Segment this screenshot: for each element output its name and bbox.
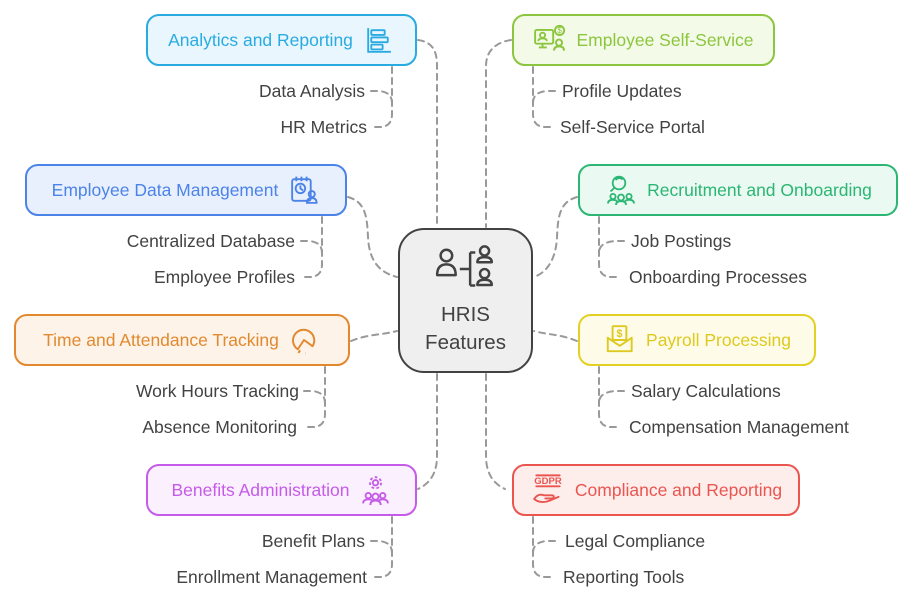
- node-employee-data-management: Employee Data Management: [25, 164, 347, 216]
- node-label: Employee Self-Service: [576, 29, 754, 50]
- sub-item: Self-Service Portal: [560, 117, 705, 137]
- node-label: Recruitment and Onboarding: [647, 179, 872, 200]
- node-time-and-attendance-tracking: Time and Attendance Tracking: [14, 314, 350, 366]
- connector: [350, 330, 398, 342]
- connector: [598, 390, 625, 404]
- connector: [485, 373, 506, 490]
- sub-item: Profile Updates: [562, 81, 682, 101]
- svg-text:$: $: [617, 328, 623, 340]
- sub-item: Reporting Tools: [563, 567, 685, 587]
- node-label: Benefits Administration: [171, 479, 350, 500]
- connector: [305, 366, 326, 428]
- sub-item: Legal Compliance: [565, 531, 706, 551]
- sub-item: Data Analysis: [258, 81, 365, 101]
- sub-item: Employee Profiles: [153, 267, 295, 287]
- sub-item: HR Metrics: [280, 117, 367, 137]
- sub-item: Onboarding Processes: [629, 267, 808, 287]
- connector: [598, 240, 625, 254]
- node-label: Employee Data Management: [51, 179, 279, 200]
- connector: [372, 516, 393, 578]
- node-label: Payroll Processing: [646, 329, 791, 350]
- connector: [598, 366, 619, 428]
- self-service-kiosk-icon: $: [534, 24, 566, 51]
- connector: [370, 540, 393, 554]
- connector: [300, 240, 323, 254]
- connector: [532, 66, 553, 128]
- sub-item: Benefit Plans: [261, 531, 365, 551]
- org-chart-people-icon: [435, 245, 493, 288]
- center-node-hris-features: HRIS Features: [398, 228, 533, 373]
- timer-gauge-icon: [291, 328, 316, 354]
- node-compliance-and-reporting: GDPR Compliance and Reporting: [512, 464, 800, 516]
- payroll-envelope-icon: $: [606, 325, 633, 353]
- svg-text:$: $: [558, 26, 563, 35]
- node-benefits-administration: Benefits Administration: [146, 464, 417, 516]
- employee-record-icon: [291, 176, 318, 204]
- node-payroll-processing: $ Payroll Processing: [578, 314, 816, 366]
- sub-item: Compensation Management: [629, 417, 849, 437]
- sub-item: Work Hours Tracking: [135, 381, 299, 401]
- connector: [417, 39, 438, 228]
- benefits-gear-people-icon: [361, 475, 389, 505]
- connector: [532, 90, 556, 104]
- center-title: HRIS Features: [425, 303, 506, 354]
- connector: [532, 540, 556, 554]
- connector: [347, 196, 398, 278]
- connector: [303, 390, 326, 404]
- node-recruitment-and-onboarding: Recruitment and Onboarding: [578, 164, 898, 216]
- gdpr-hand-icon: GDPR: [533, 474, 562, 503]
- connector: [372, 66, 393, 128]
- sub-item: Salary Calculations: [631, 381, 781, 401]
- connector: [302, 216, 323, 278]
- node-employee-self-service: $ Employee Self-Service: [512, 14, 775, 66]
- bar-chart-icon: [367, 27, 391, 53]
- recruitment-search-icon: [607, 175, 636, 206]
- connector: [598, 216, 619, 278]
- node-analytics-and-reporting: Analytics and Reporting: [146, 14, 417, 66]
- node-label: Compliance and Reporting: [574, 479, 783, 500]
- svg-text:GDPR: GDPR: [534, 476, 562, 487]
- connector: [533, 330, 578, 342]
- sub-item: Centralized Database: [126, 231, 295, 251]
- connector: [532, 516, 553, 578]
- sub-item: Job Postings: [631, 231, 732, 251]
- sub-item: Enrollment Management: [176, 567, 367, 587]
- sub-item: Absence Monitoring: [142, 417, 297, 437]
- connector: [485, 39, 512, 228]
- node-label: Analytics and Reporting: [168, 29, 353, 50]
- connector: [370, 90, 393, 104]
- connector: [417, 373, 438, 490]
- connector: [533, 196, 578, 278]
- node-label: Time and Attendance Tracking: [43, 329, 279, 350]
